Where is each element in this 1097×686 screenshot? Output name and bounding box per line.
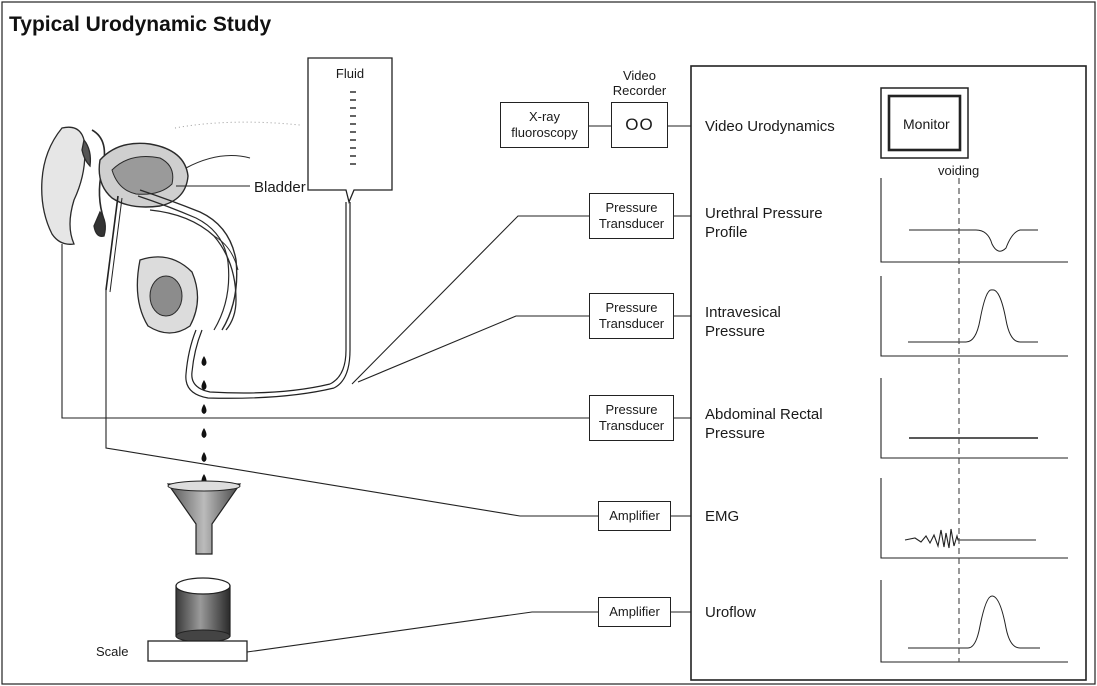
pressure-transducer-3: Pressure Transducer <box>589 395 674 441</box>
measurement-video-urodynamics: Video Urodynamics <box>705 118 835 135</box>
measurement-panel <box>690 65 1087 681</box>
fluid-scale-ticks <box>350 91 356 165</box>
voiding-label: voiding <box>938 163 980 178</box>
plot-uroflow <box>880 580 1068 663</box>
measurement-intravesical-pressure: Intravesical Pressure <box>705 304 781 340</box>
measurement-abdominal-rectal-pressure: Abdominal Rectal Pressure <box>705 406 823 442</box>
fluid-label: Fluid <box>335 66 365 81</box>
measurement-emg: EMG <box>705 508 740 525</box>
scale-label: Scale <box>96 644 129 659</box>
pressure-transducer-2: Pressure Transducer <box>589 293 674 339</box>
amplifier-emg-label: Amplifier <box>609 508 660 523</box>
anatomy-illustration <box>41 126 251 334</box>
urine-drops <box>201 356 207 484</box>
xray-box: X-ray fluoroscopy <box>500 102 589 148</box>
amplifier-uroflow-label: Amplifier <box>609 604 660 619</box>
page-title: Typical Urodynamic Study <box>9 13 272 36</box>
measurement-urethral-pressure: Urethral Pressure Profile <box>705 205 823 241</box>
video-recorder-box: OO <box>611 102 668 148</box>
plot-intravesical-pressure <box>880 276 1068 357</box>
measurement-uroflow: Uroflow <box>705 604 756 621</box>
plot-urethral-pressure <box>880 178 1068 263</box>
funnel <box>166 483 242 555</box>
bladder-label: Bladder <box>254 179 306 196</box>
video-reels-icon: OO <box>625 115 654 134</box>
connection-lines <box>61 125 691 653</box>
video-recorder-label: Video Recorder <box>612 68 667 98</box>
xray-label: X-ray fluoroscopy <box>511 109 578 140</box>
amplifier-emg: Amplifier <box>598 501 671 531</box>
monitor-label: Monitor <box>903 116 950 132</box>
body-dotted-outline <box>174 121 301 129</box>
plot-emg <box>880 478 1068 559</box>
monitor-screen <box>887 94 962 152</box>
scale-platform <box>147 640 248 662</box>
catheter-line <box>191 329 331 394</box>
amplifier-uroflow: Amplifier <box>598 597 671 627</box>
pressure-transducer-1: Pressure Transducer <box>589 193 674 239</box>
plot-abdominal-pressure <box>880 378 1068 459</box>
fluid-bag <box>307 57 393 205</box>
pressure-transducer-2-label: Pressure Transducer <box>598 300 665 331</box>
fluid-tube <box>329 202 347 385</box>
pressure-transducer-1-label: Pressure Transducer <box>598 200 665 231</box>
pressure-transducer-3-label: Pressure Transducer <box>598 402 665 433</box>
